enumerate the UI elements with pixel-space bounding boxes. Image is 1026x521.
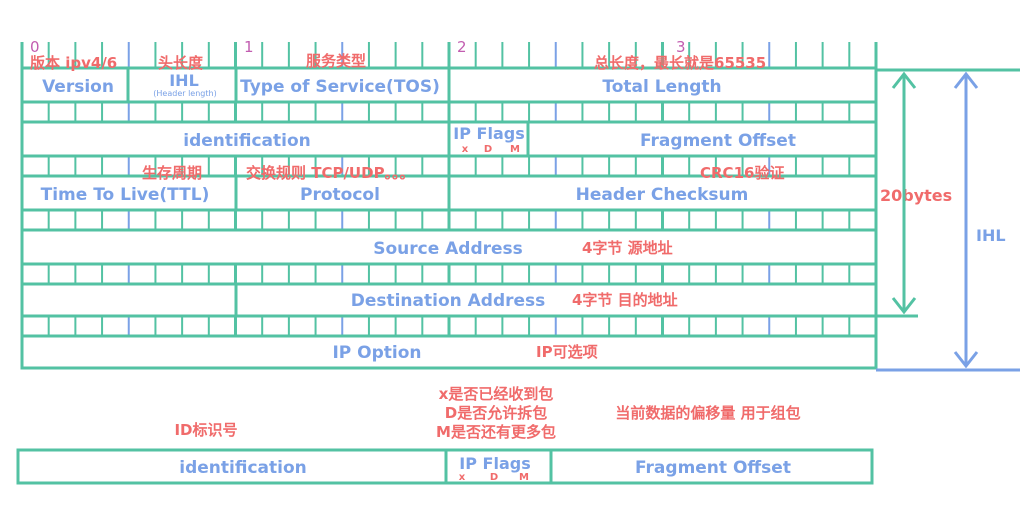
- bit-marker-1: 1: [244, 38, 254, 56]
- note-20bytes: 20bytes: [880, 186, 952, 205]
- bit-marker-3: 3: [676, 38, 686, 56]
- detail-flags-line2: D是否允许拆包: [445, 404, 547, 422]
- note-ttl: 生存周期: [142, 164, 202, 182]
- ihl-arrow-head-bottom: [953, 351, 979, 369]
- bit-marker-0: 0: [30, 38, 40, 56]
- size-arrow-head-bottom: [891, 297, 917, 315]
- note-ihl-side: IHL: [976, 226, 1006, 245]
- annotations: 版本 ipv4/6 头长度 服务类型 总长度，最长就是65535 生存周期 交换…: [30, 52, 1006, 361]
- detail-flag-x: x: [459, 472, 466, 483]
- bit-markers: 0 1 2 3: [30, 38, 686, 56]
- bit-marker-2: 2: [457, 38, 467, 56]
- field-total-length: Total Length: [602, 77, 721, 97]
- flags-detail: x是否已经收到包 D是否允许拆包 M是否还有更多包 当前数据的偏移量 用于组包 …: [174, 385, 800, 441]
- row-5: [20, 282, 878, 318]
- detail-fragment-offset: Fragment Offset: [635, 458, 791, 478]
- row-6: [20, 334, 878, 370]
- flag-x: x: [462, 144, 469, 155]
- bit-grid-ticks: [20, 42, 878, 336]
- note-tos: 服务类型: [306, 52, 366, 70]
- field-destination-address: Destination Address: [351, 291, 546, 311]
- field-version: Version: [42, 77, 114, 97]
- field-tos: Type of Service(TOS): [240, 77, 440, 97]
- field-identification: identification: [183, 131, 310, 151]
- detail-id-note: ID标识号: [174, 421, 237, 439]
- field-ihl-sublabel: (Header length): [153, 89, 216, 98]
- field-fragment-offset: Fragment Offset: [640, 131, 796, 151]
- field-ip-option: IP Option: [332, 343, 421, 363]
- detail-box: [16, 448, 874, 485]
- size-20bytes-arrow: [876, 68, 1020, 318]
- note-version: 版本 ipv4/6: [30, 54, 117, 72]
- detail-flags-line1: x是否已经收到包: [439, 385, 554, 403]
- field-labels: Version IHL (Header length) Type of Serv…: [41, 71, 796, 363]
- detail-offset-note: 当前数据的偏移量 用于组包: [615, 404, 800, 422]
- field-header-checksum: Header Checksum: [576, 185, 749, 205]
- ihl-arrow-head-top: [953, 71, 979, 89]
- note-option: IP可选项: [536, 343, 598, 361]
- field-ttl: Time To Live(TTL): [41, 185, 210, 205]
- detail-flag-m: M: [519, 472, 529, 483]
- field-ip-flags: IP Flags: [453, 124, 524, 143]
- detail-labels: identification IP Flags x D M Fragment O…: [179, 454, 791, 483]
- row-4: [20, 228, 878, 266]
- note-source: 4字节 源地址: [582, 239, 673, 257]
- detail-ip-flags: IP Flags: [459, 454, 530, 473]
- size-arrow-head-top: [891, 71, 917, 89]
- note-total-length: 总长度，最长就是65535: [594, 54, 766, 72]
- flag-d: D: [484, 144, 492, 155]
- note-ihl: 头长度: [158, 54, 204, 72]
- detail-flags-line3: M是否还有更多包: [436, 423, 556, 441]
- field-dividers: [126, 68, 530, 316]
- note-checksum: CRC16验证: [700, 164, 784, 182]
- note-destination: 4字节 目的地址: [572, 291, 678, 309]
- ihl-arrow: [876, 71, 1020, 372]
- detail-identification: identification: [179, 458, 306, 478]
- flag-m: M: [510, 144, 520, 155]
- field-source-address: Source Address: [373, 239, 523, 259]
- note-protocol: 交换规则 TCP/UDP。。。: [246, 164, 415, 182]
- detail-flag-d: D: [490, 472, 498, 483]
- field-ihl: IHL: [169, 71, 199, 90]
- field-protocol: Protocol: [300, 185, 380, 205]
